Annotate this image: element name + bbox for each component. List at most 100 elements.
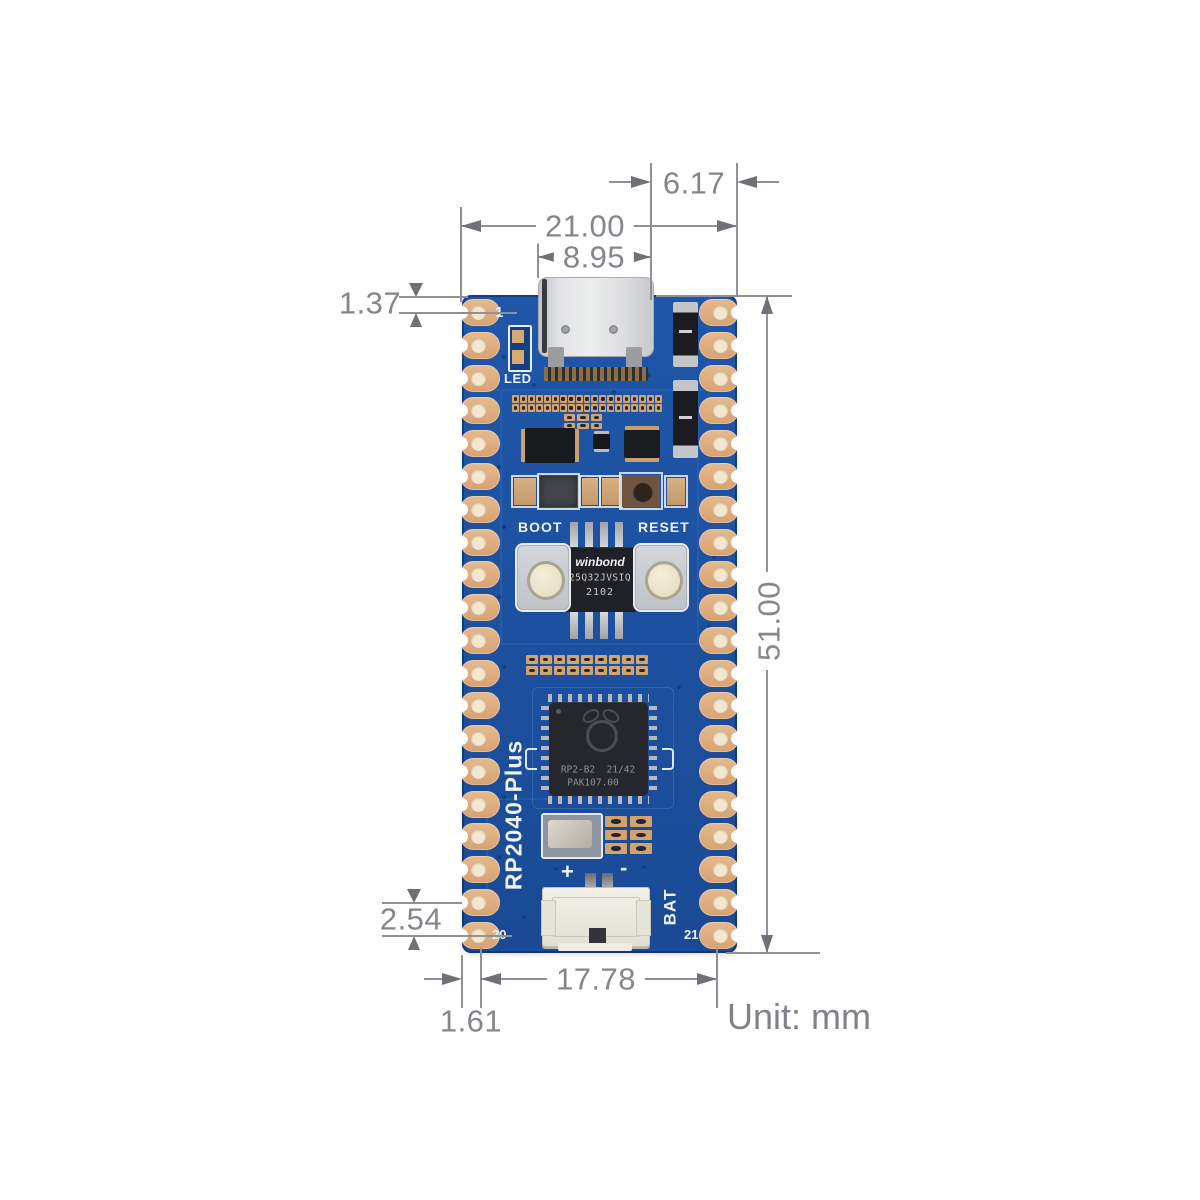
battery-pin-right	[602, 873, 613, 895]
arrowhead-down	[409, 283, 423, 297]
board-name-silkscreen: RP2040-Plus	[500, 739, 527, 891]
pad-hole	[471, 469, 486, 485]
small-pad	[535, 404, 543, 412]
small-pad	[622, 666, 635, 675]
pad-hole	[713, 894, 728, 910]
small-pad	[575, 404, 583, 412]
small-pad	[575, 395, 583, 403]
pad-hole	[713, 337, 728, 353]
small-pad	[647, 395, 655, 403]
pad-notch	[455, 830, 468, 844]
mcu-pins-top	[548, 694, 649, 702]
dim-line-pitch-bottom	[382, 935, 512, 937]
castellated-pad	[455, 528, 500, 556]
pad-hole	[471, 567, 486, 583]
small-pad	[599, 404, 607, 412]
pad-hole	[471, 337, 486, 353]
small-pad	[539, 666, 552, 675]
castellated-pad	[699, 561, 744, 589]
small-pad	[647, 404, 655, 412]
castellated-pad	[699, 495, 744, 523]
flash-pin	[570, 612, 578, 639]
small-pad	[594, 655, 607, 664]
dim-tail-left	[609, 181, 631, 183]
diode-1-marking	[679, 330, 692, 333]
castellated-pad	[699, 757, 744, 785]
small-pad	[607, 404, 615, 412]
dim-pin-span: 17.78	[546, 961, 646, 997]
sot23-chip	[593, 434, 610, 449]
led-component	[508, 325, 532, 372]
pad-group-small	[564, 414, 602, 429]
castellated-pad	[455, 725, 500, 753]
pad-hole	[471, 600, 486, 616]
dim-edge-offset: 1.61	[439, 1003, 503, 1039]
small-pad	[636, 666, 648, 675]
small-pad	[559, 404, 567, 412]
diode-2	[673, 380, 698, 458]
pad-hole	[471, 665, 486, 681]
pad-hole	[713, 534, 728, 550]
small-pad	[527, 395, 535, 403]
mcu-marking-line1: RP2-B2 21/42	[560, 764, 636, 776]
small-pad	[527, 404, 535, 412]
pad-hole	[471, 436, 486, 452]
castellated-pad	[455, 430, 500, 458]
arrowhead-up	[760, 296, 773, 314]
pad-hole	[471, 862, 486, 878]
small-pad	[559, 395, 567, 403]
pad-notch	[455, 568, 468, 582]
pad-hole	[713, 403, 728, 419]
dim-line-pin1-top	[399, 296, 468, 298]
small-pad	[599, 395, 607, 403]
small-pad	[630, 829, 652, 841]
castellated-pad	[455, 659, 500, 687]
trace-line	[480, 643, 702, 645]
pad-notch	[731, 306, 744, 320]
pad-hole	[471, 829, 486, 845]
small-pad	[567, 404, 575, 412]
silkscreen-bracket-right	[662, 748, 674, 770]
pad-hole	[713, 829, 728, 845]
pad-notch	[731, 666, 744, 680]
pad-notch	[731, 928, 744, 942]
castellated-pad	[455, 397, 500, 425]
mcu-pins-bottom	[548, 796, 649, 804]
arrowhead-right	[442, 972, 462, 985]
silkscreen-bracket-left	[525, 748, 537, 770]
castellated-pad	[455, 463, 500, 491]
small-pad	[631, 395, 639, 403]
dim-usb-to-edge: 6.17	[662, 165, 726, 201]
pcb-board: LED 1 BOOT RESET	[455, 277, 744, 953]
arrowhead-up	[409, 313, 422, 327]
small-pad	[567, 655, 580, 664]
capacitor	[511, 475, 539, 508]
raspberry-logo-berry	[586, 720, 618, 752]
pad-hole	[713, 796, 728, 812]
pad-notch	[455, 666, 468, 680]
battery-plus-mark: +	[561, 859, 574, 884]
flash-chip: winbond 25Q32JVSIQ 2102	[563, 547, 637, 612]
arrowhead-left	[538, 250, 558, 263]
pad-hole	[471, 534, 486, 550]
castellated-pad	[455, 364, 500, 392]
castellated-pad	[455, 331, 500, 359]
battery-connector	[541, 887, 651, 947]
small-pad	[605, 816, 627, 827]
castellated-pad	[699, 823, 744, 851]
small-pad	[623, 395, 631, 403]
flash-pin	[585, 612, 593, 639]
testpoint-row-top	[512, 395, 662, 412]
mcu-marking-line2: PAK107.00	[567, 777, 619, 789]
battery-connector-lip	[558, 943, 632, 951]
small-pad	[655, 395, 662, 403]
castellated-pad	[699, 299, 744, 327]
pad-notch	[455, 502, 468, 516]
small-pad	[636, 655, 648, 664]
castellated-pad	[455, 790, 500, 818]
ext-line-usb-right	[650, 163, 652, 300]
small-pad	[519, 395, 527, 403]
pad-notch	[731, 404, 744, 418]
led-pad-top	[512, 330, 524, 343]
castellated-pad	[455, 856, 500, 884]
